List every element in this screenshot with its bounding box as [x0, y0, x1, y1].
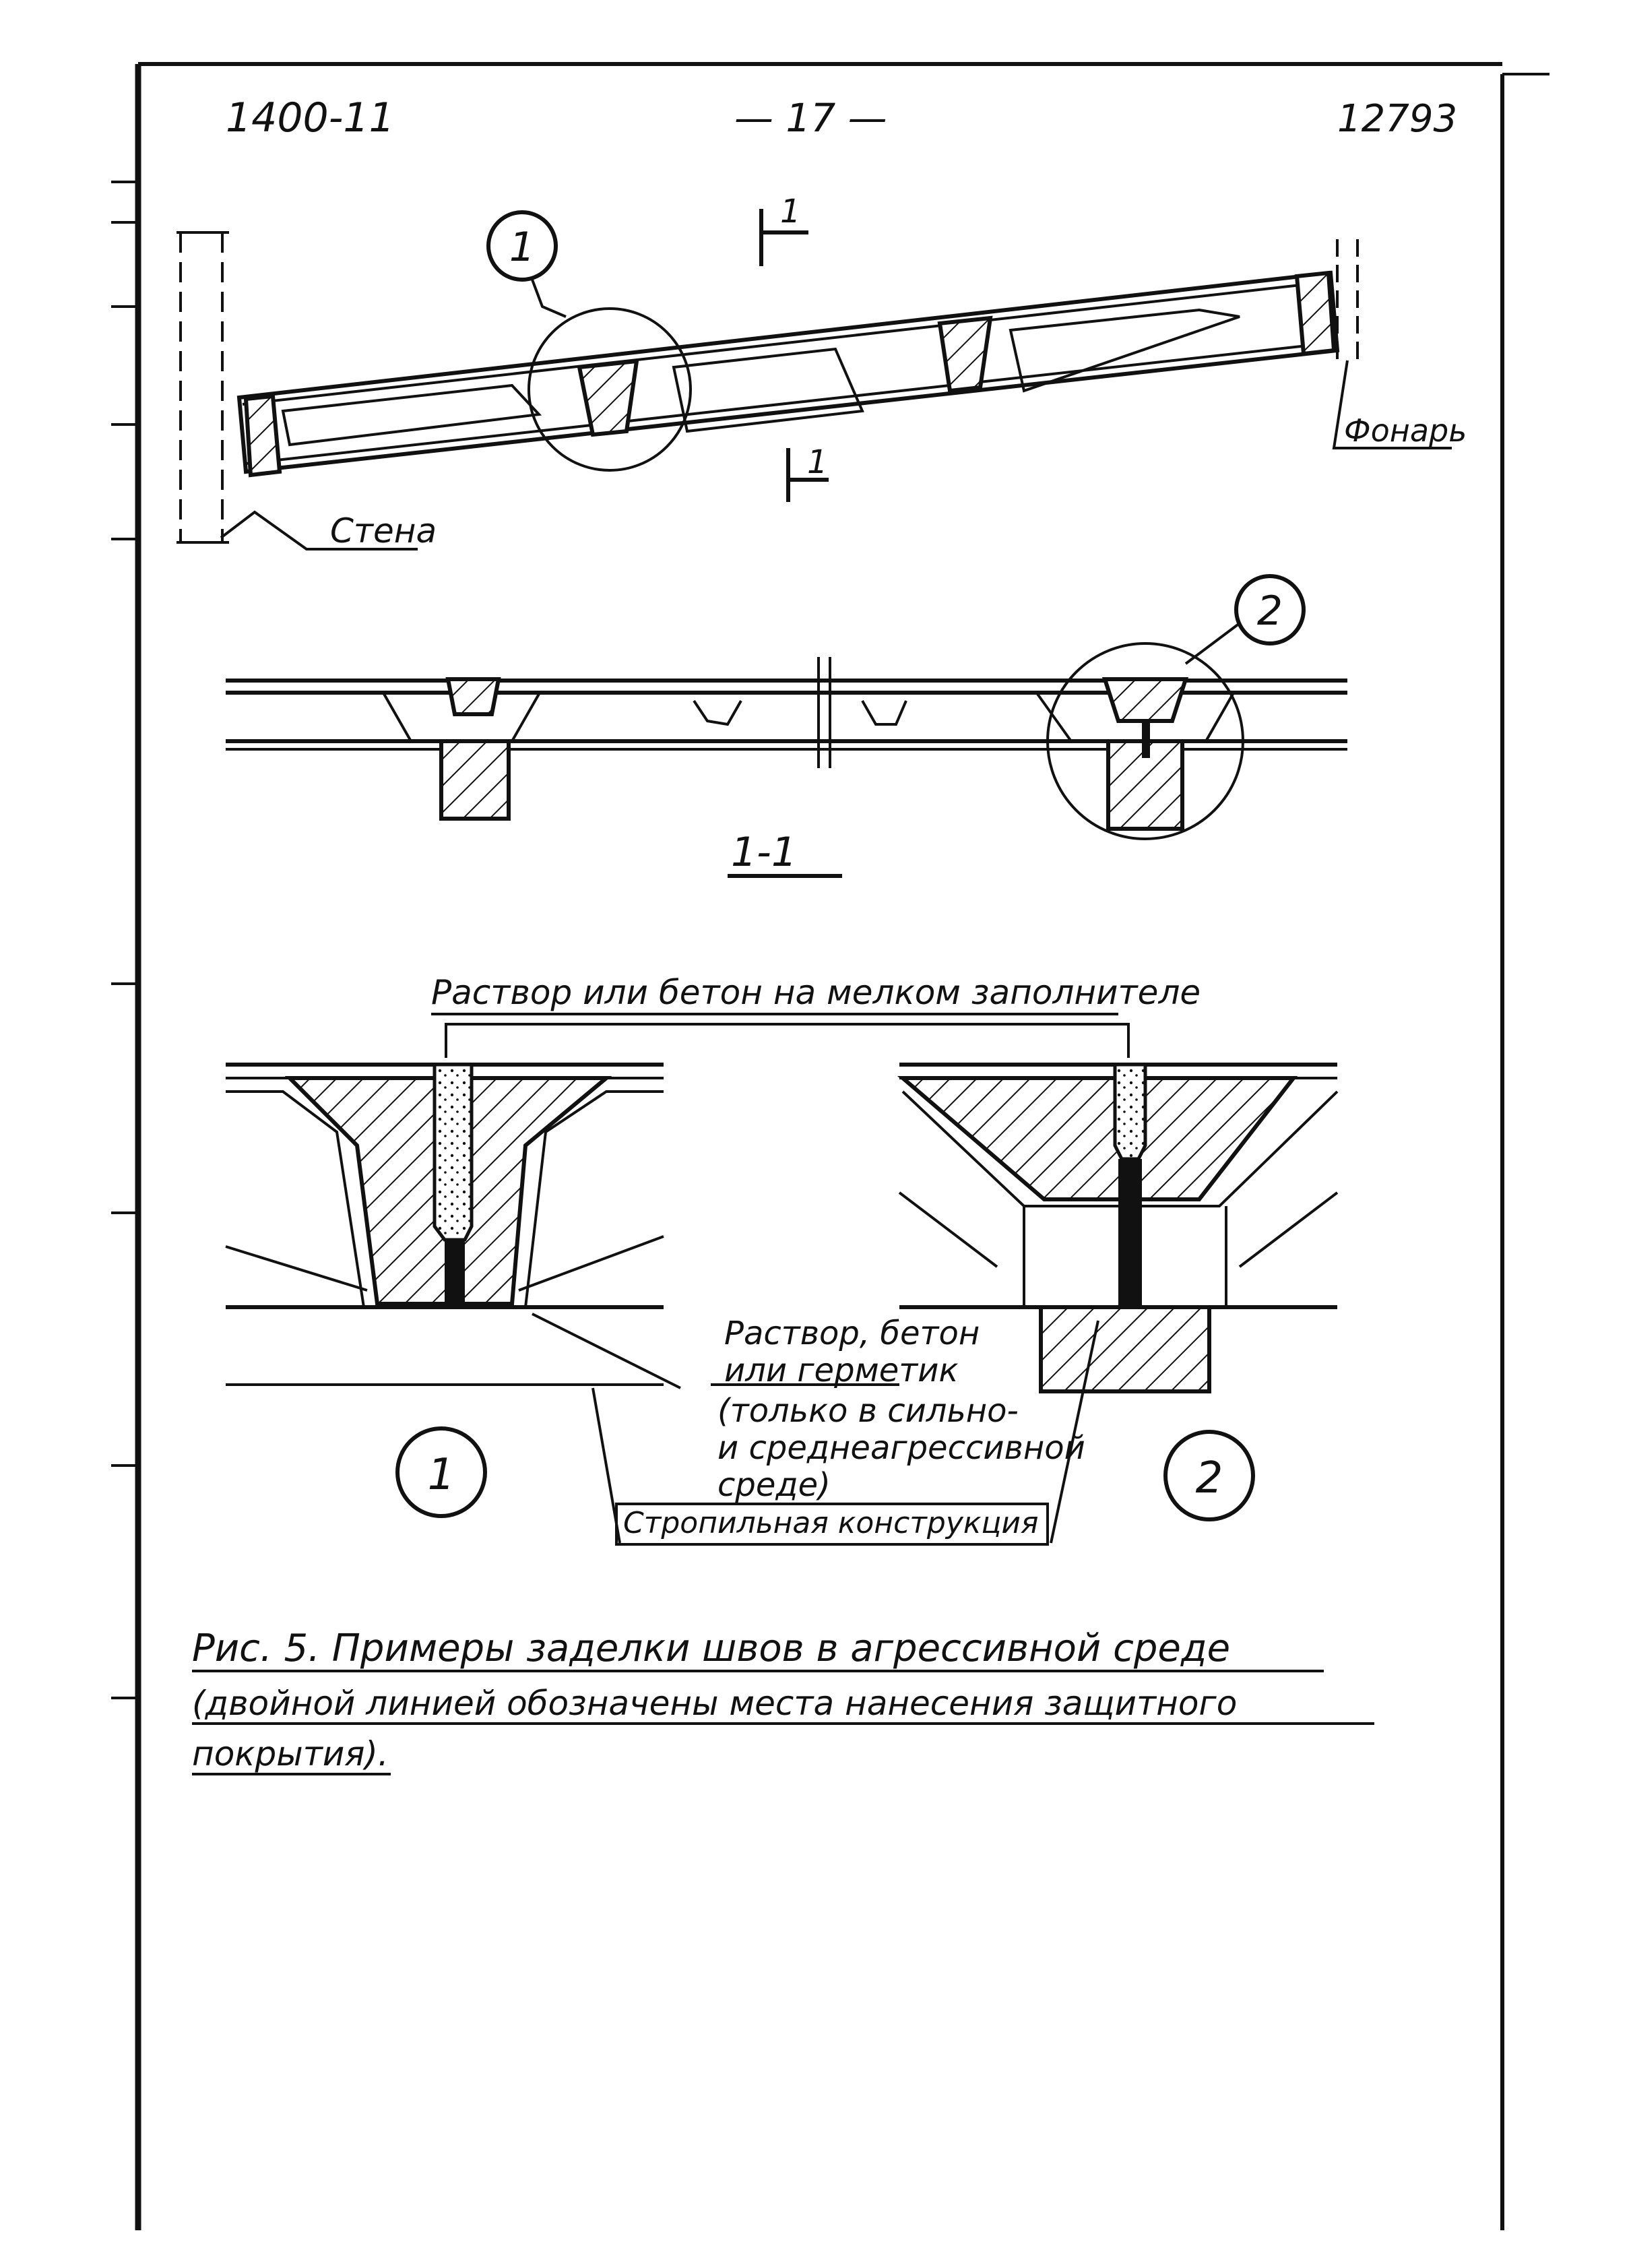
- label-rafter: Стропильная конструкция: [623, 1506, 1038, 1540]
- roof-slope-view: 1 1 1 Стена Фонарь: [177, 193, 1467, 550]
- section-mark-top: 1: [759, 193, 808, 266]
- section-title: 1-1: [731, 829, 797, 876]
- section-1-1-view: 2 1-1: [226, 574, 1347, 878]
- support-left: [439, 739, 511, 821]
- rafter-label-box: [615, 1503, 1049, 1546]
- node-2-label: 2: [1257, 588, 1283, 635]
- section-mark-top-label: 1: [780, 193, 801, 230]
- label-mortar-fine: Раствор или бетон на мелком заполнителе: [431, 973, 1201, 1012]
- facade-label-group: Фонарь: [1332, 360, 1467, 449]
- detail-1-label: 1: [428, 1450, 455, 1500]
- figure-caption: Рис. 5. Примеры заделки швов в агрессивн…: [192, 1627, 1374, 1775]
- detail-2-label: 2: [1196, 1453, 1223, 1503]
- node-1-callout: 1: [486, 210, 692, 472]
- doc-code: 1400-11: [226, 94, 395, 141]
- section-mark-bottom: 1: [786, 443, 829, 502]
- sheet-frame: [111, 62, 1549, 2230]
- label-mortar-seal: Раствор, бетон или герметик (только в си…: [717, 1315, 1085, 1504]
- detail-2-support: [1039, 1305, 1211, 1393]
- sheet-code: 12793: [1337, 97, 1457, 141]
- mortar-seal-line5: среде): [717, 1466, 831, 1504]
- page-number: — 17 —: [734, 95, 887, 141]
- facade: [1336, 239, 1359, 360]
- section-mark-bottom-label: 1: [807, 443, 828, 481]
- detail-node-2: 2: [897, 1063, 1339, 1521]
- mortar-seal-line4: и среднеагрессивной: [717, 1429, 1085, 1467]
- node-1-label: 1: [509, 224, 535, 271]
- caption-line-2: (двойной линией обозначены места нанесен…: [192, 1684, 1237, 1723]
- caption-line-3: покрытия).: [192, 1734, 389, 1773]
- mortar-seal-line1: Раствор, бетон: [724, 1315, 980, 1352]
- wall: [177, 231, 229, 544]
- wall-label-group: Стена: [220, 510, 437, 550]
- caption-line-1: Рис. 5. Примеры заделки швов в агрессивн…: [192, 1627, 1230, 1670]
- wall-label: Стена: [330, 511, 437, 550]
- mortar-seal-line3: (только в сильно-: [717, 1392, 1019, 1430]
- header: 1400-11 — 17 — 12793: [226, 94, 1457, 141]
- mortar-seal-line2: или герметик: [724, 1352, 958, 1389]
- roof-slab: [236, 270, 1340, 478]
- node-2-callout: 2: [1046, 574, 1306, 840]
- facade-label: Фонарь: [1344, 412, 1467, 449]
- detail-node-1: 1: [225, 1063, 664, 1518]
